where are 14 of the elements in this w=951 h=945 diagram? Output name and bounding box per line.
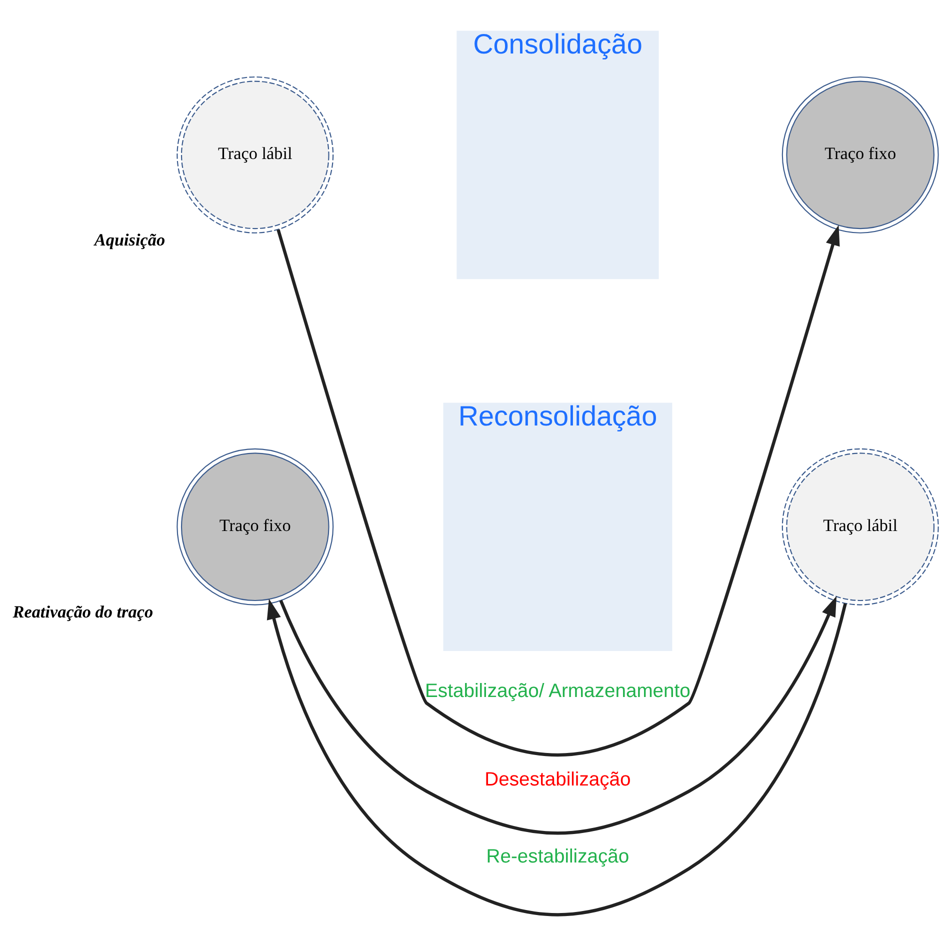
node-label: Reativação do traço [12, 602, 154, 621]
node-box: Reconsolidação [443, 402, 672, 651]
arrow [266, 598, 847, 916]
edge-label: Estabilização/ Armazenamento [425, 680, 690, 702]
node-label: Aquisição [94, 230, 166, 250]
edge-label: Re-estabilização [486, 845, 630, 868]
node-circle: Traço lábil [176, 76, 334, 233]
node-circle: Traço fixo [782, 76, 939, 233]
node-circle: Traço fixo [176, 448, 334, 605]
arrow [276, 224, 840, 756]
arrow [279, 595, 837, 834]
node-box: Consolidação [456, 30, 659, 279]
edge-label: Desestabilização [484, 768, 631, 790]
node-circle: Traço lábil [782, 448, 939, 605]
